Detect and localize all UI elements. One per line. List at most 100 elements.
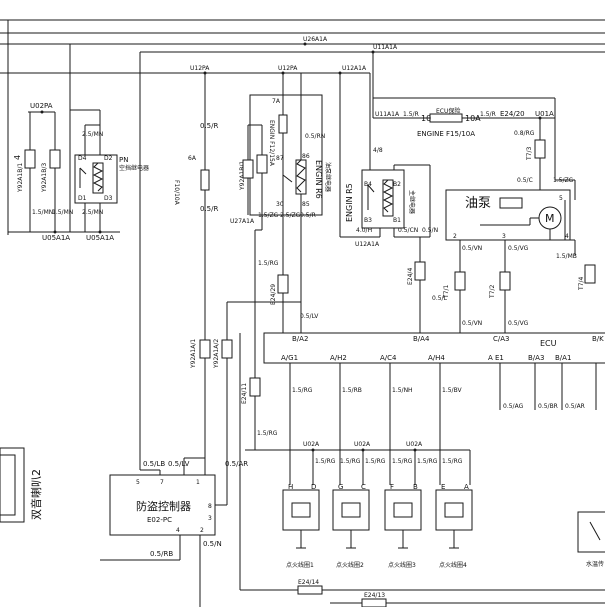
pin-30: 30 [276,201,284,208]
coil2-pin-g: G [338,483,343,491]
coil4-pin-e: E [441,483,445,491]
pin-ag1: A/G1 [281,354,298,362]
splice-u12a1a: U12A1A [342,65,367,72]
at-pin-1: 1 [196,479,200,486]
wire-05br: 0.5/BR [538,403,558,410]
splice-u27a1a: U27A1A [230,218,255,225]
connector-e24-13: E24/13 [364,592,385,599]
ignition-coil-3 [384,489,422,549]
coil1-label: 点火线圈1 [286,561,314,569]
wire-08rg: 0.8/RG [514,130,535,137]
pump-pin-4: 4 [565,233,569,240]
wire-15r-b: 1.5/R [480,111,496,118]
pin-d1: D1 [78,195,87,202]
connector-y92a1a1: Y92A1A/1 [190,339,197,369]
wire-15nh: 1.5/NH [392,387,413,394]
pin-ba3: B/A3 [528,354,544,362]
pump-pin-5: 5 [559,195,563,202]
connector-y92a1b1-left: Y92A1B/1 [17,163,24,193]
pin-b2: B2 [393,181,401,188]
ecu-fuse-name: ENGINE F15/10A [417,130,475,138]
splice-u11a1a: U11A1A [375,111,400,118]
wire-05lv: 0.5/LV [300,313,319,320]
pn-relay-label: PN [119,156,128,164]
connector-e24-14: E24/14 [298,579,319,586]
pin-86: 86 [302,153,310,160]
splice-u26a1a: U26A1A [303,36,328,43]
ecu-fuse-10: 10 [421,114,431,123]
ecu-fuse-10a: 10A [465,114,481,123]
splice-u01a: U01A [535,110,554,118]
pump-pin-2: 2 [453,233,457,240]
at-pin-2: 2 [200,527,204,534]
wire-05cn: 0.5/CN [398,227,418,234]
coil2-pin-c: C [361,483,366,491]
coil3-label: 点火线圈3 [388,561,416,569]
connector-e24-11: E24/11 [241,383,248,404]
anti-theft-label: 防盗控制器 [136,499,191,513]
fuse-f10 [200,73,210,340]
ignition-coil-4 [435,489,473,549]
wire-15rg-d: 1.5/RG [340,458,361,465]
wire-15rg-h: 1.5/RG [442,458,463,465]
wire-4h: 4.0/H [356,227,372,234]
engin-r5-desc: 主继电器 [408,190,416,214]
wire-15r: 1.5/R [403,111,419,118]
wire-4-8: 4/8 [373,147,383,154]
wire-15mn-b: 1.5/MN [52,209,73,216]
coil4-label: 点火线圈4 [439,561,467,569]
wire-15rg-c: 1.5/RG [315,458,336,465]
connector-y92a1a2: Y92A1A/2 [213,339,220,369]
wire-15mb: 1.5/MB [556,253,577,260]
at-pin-5: 5 [136,479,140,486]
left-edge-wires [7,20,141,470]
wire-05lv-b: 0.5/LV [168,460,190,468]
connector-t7-4: T7/4 [578,276,585,291]
fuse-f10-name: F10/10A [173,180,180,206]
engin-r6-label: ENGIN R6 [314,160,323,199]
splice-u12pa-b: U12PA [278,65,298,72]
engin-r6-relay [249,73,323,216]
fuse-f12-name: ENGIN F12/15A [268,120,275,167]
connector-t7-2: T7/2 [489,284,496,299]
splice-u02a-1: U02A [303,441,320,448]
wire-15mn: 1.5/MN [32,209,53,216]
wire-15rg-f: 1.5/RG [392,458,413,465]
wire-05vg-b: 0.5/VG [508,320,529,327]
water-temp-label: 水温传 [586,560,604,568]
pn-relay-desc: 空挡继电器 [119,164,149,172]
wire-05r-b: 0.5/R [200,205,218,213]
pin-ca3: C/A3 [493,335,510,343]
connector-t7-1: T7/1 [443,284,450,299]
at-pin-7: 7 [160,479,164,486]
wire-25mn-b: 2.5/MN [82,209,103,216]
wire-05ar-b: 0.5/AR [225,460,248,468]
pin-ba4: B/A4 [413,335,430,343]
ignition-coil-1 [282,489,320,549]
connector-y92a1b3: Y92A1B/3 [41,163,48,193]
splice-u11a1a-top: U11A1A [373,44,398,51]
coil1-pin-h: H [288,483,293,491]
pin-d3: D3 [104,195,113,202]
wire-05c: 0.5/C [517,177,533,184]
pin-87: 87 [276,155,284,162]
wire-05rb: 0.5/RB [150,550,173,558]
pin-b1: B1 [393,217,401,224]
wire-05rn: 0.5/RN [305,133,325,140]
dual-horn-label: 双音喇叭2 [29,469,43,520]
pin-d4: D4 [78,155,87,162]
splice-u02pa: U02PA [30,102,53,110]
pin-ah4: A/H4 [428,354,445,362]
ecu-fuse-label: ECU保险 [436,107,460,115]
engin-r6-desc: 油泵继电器 [324,162,332,192]
coil3-pin-b: B [413,483,418,491]
wire-15zg: 1.5/ZG [258,212,279,219]
pump-pin-3: 3 [502,233,506,240]
coil-wires [255,363,597,485]
wire-05ar: 0.5/AR [565,403,585,410]
motor-label: M [545,212,555,225]
pin-bk: B/K [592,335,604,343]
ecu-label: ECU [540,339,557,348]
wire-15rg-g: 1.5/RG [417,458,438,465]
